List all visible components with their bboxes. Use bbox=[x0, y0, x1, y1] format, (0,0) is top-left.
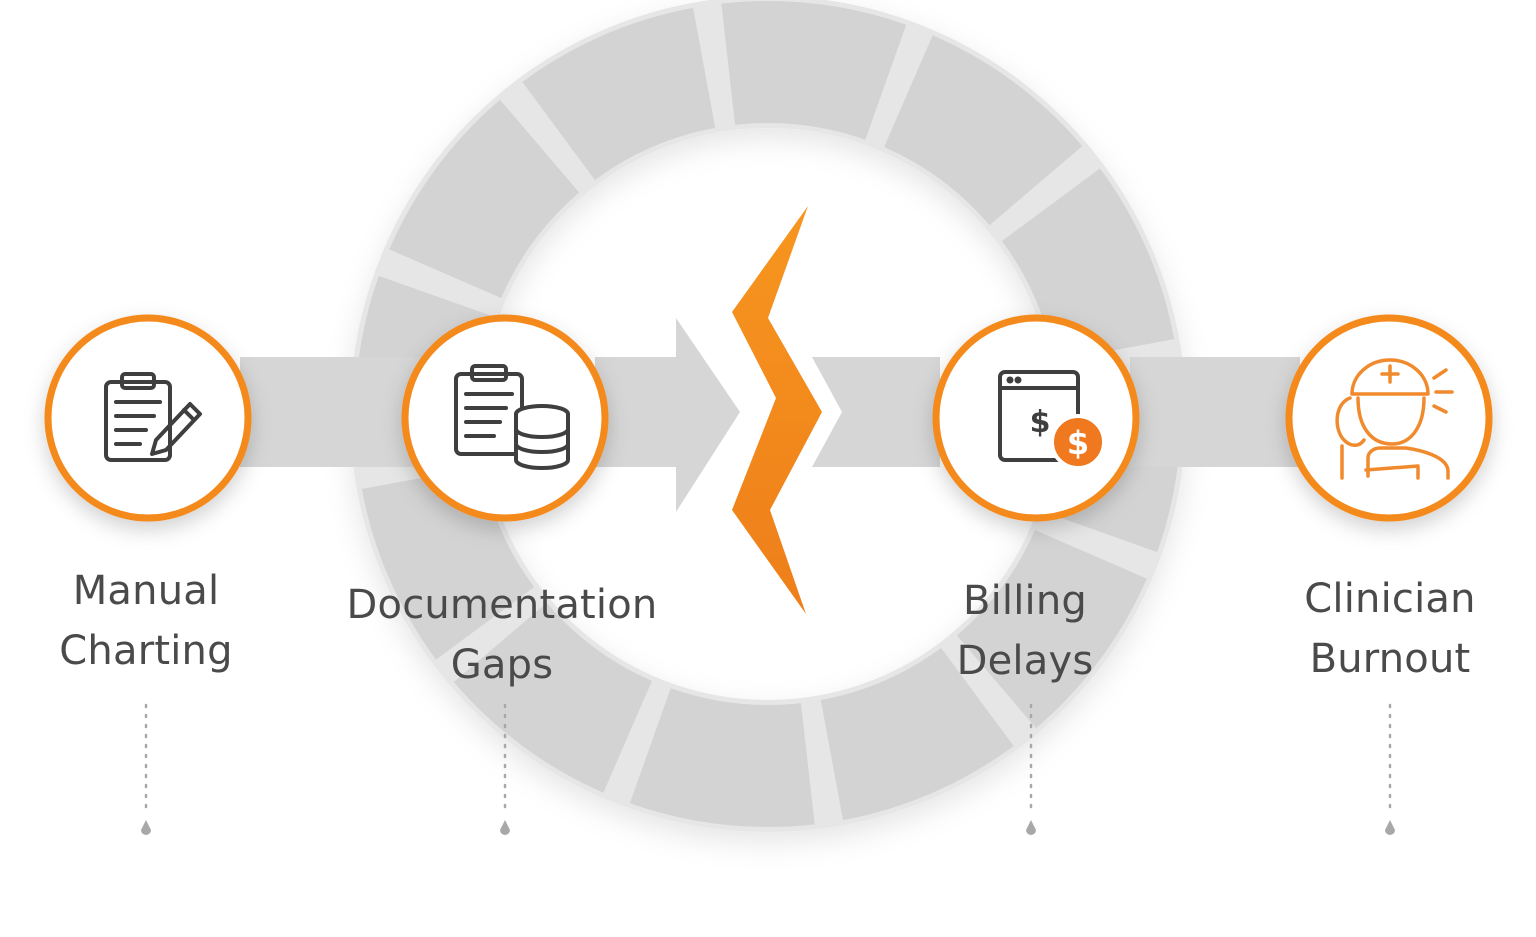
label-line: Billing bbox=[962, 578, 1088, 624]
drop-documentation-gaps bbox=[500, 820, 510, 835]
lightning-bolt-icon bbox=[732, 206, 822, 614]
flow-band bbox=[240, 318, 1300, 512]
label-manual-charting: Manual Charting bbox=[20, 561, 272, 681]
svg-text:$: $ bbox=[1030, 405, 1051, 440]
label-billing-delays: Billing Delays bbox=[880, 571, 1170, 691]
band-arrow-head bbox=[676, 318, 740, 512]
drop-manual-charting bbox=[141, 820, 151, 835]
label-line: Charting bbox=[59, 628, 233, 674]
dollar-coin-symbol: $ bbox=[1067, 424, 1089, 462]
connector-lines bbox=[144, 703, 1392, 817]
label-line: Delays bbox=[956, 638, 1094, 684]
label-line: Manual bbox=[72, 568, 220, 614]
label-line: Gaps bbox=[450, 642, 554, 688]
dollar-coin-icon bbox=[1050, 414, 1106, 470]
step-node-manual-charting bbox=[44, 314, 252, 522]
node-circle bbox=[401, 314, 609, 522]
step-node-documentation-gaps bbox=[401, 314, 609, 522]
label-line: Burnout bbox=[1309, 636, 1471, 682]
step-node-clinician-burnout bbox=[1285, 314, 1493, 522]
clipboard-database-icon bbox=[454, 364, 570, 470]
label-line: Clinician bbox=[1304, 576, 1476, 622]
label-line: Documentation bbox=[346, 582, 658, 628]
label-documentation-gaps: Documentation Gaps bbox=[320, 575, 684, 695]
connector-drops bbox=[141, 820, 1395, 835]
band-segment-3 bbox=[812, 357, 940, 467]
clipboard-pencil-icon bbox=[104, 372, 202, 462]
step-node-billing-delays: $ $ bbox=[932, 314, 1140, 522]
band-segment-1 bbox=[240, 357, 420, 467]
stressed-clinician-icon bbox=[1335, 358, 1454, 480]
label-clinician-burnout: Clinician Burnout bbox=[1250, 569, 1530, 689]
drop-clinician-burnout bbox=[1385, 820, 1395, 835]
band-segment-4 bbox=[1130, 357, 1300, 467]
node-circle bbox=[1285, 314, 1493, 522]
band-segment-2 bbox=[595, 357, 685, 467]
drop-billing-delays bbox=[1026, 820, 1036, 835]
